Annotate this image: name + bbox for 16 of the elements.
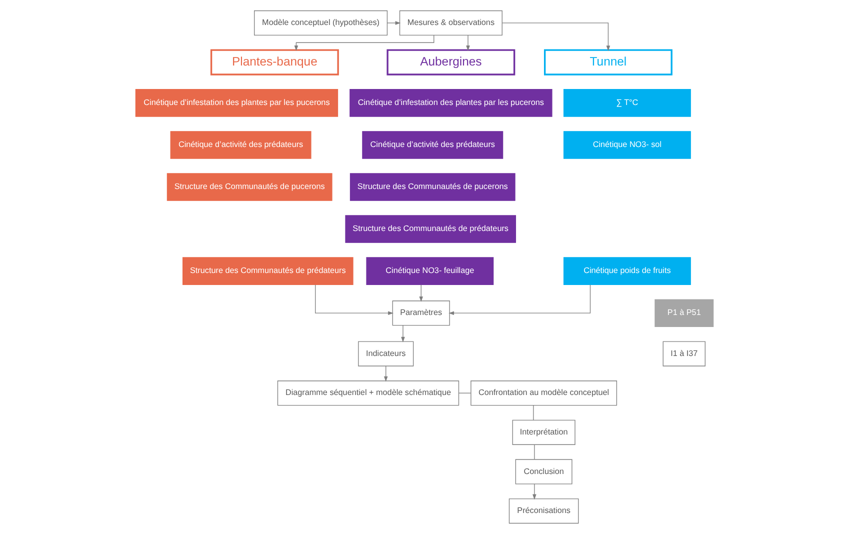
connector xyxy=(533,404,534,420)
connector xyxy=(534,444,535,460)
arrow xyxy=(448,284,591,315)
arrow xyxy=(502,22,610,52)
node-box: Plantes-banque xyxy=(210,49,339,76)
arrow xyxy=(532,484,536,500)
node-box: Aubergines xyxy=(386,49,516,76)
arrow xyxy=(384,366,388,382)
arrow xyxy=(294,34,434,51)
arrow xyxy=(387,21,401,25)
connector xyxy=(458,392,472,394)
arrow xyxy=(466,34,470,51)
arrow xyxy=(315,284,394,315)
arrow xyxy=(419,284,424,302)
node-box: Tunnel xyxy=(544,49,672,76)
arrow xyxy=(401,324,405,342)
